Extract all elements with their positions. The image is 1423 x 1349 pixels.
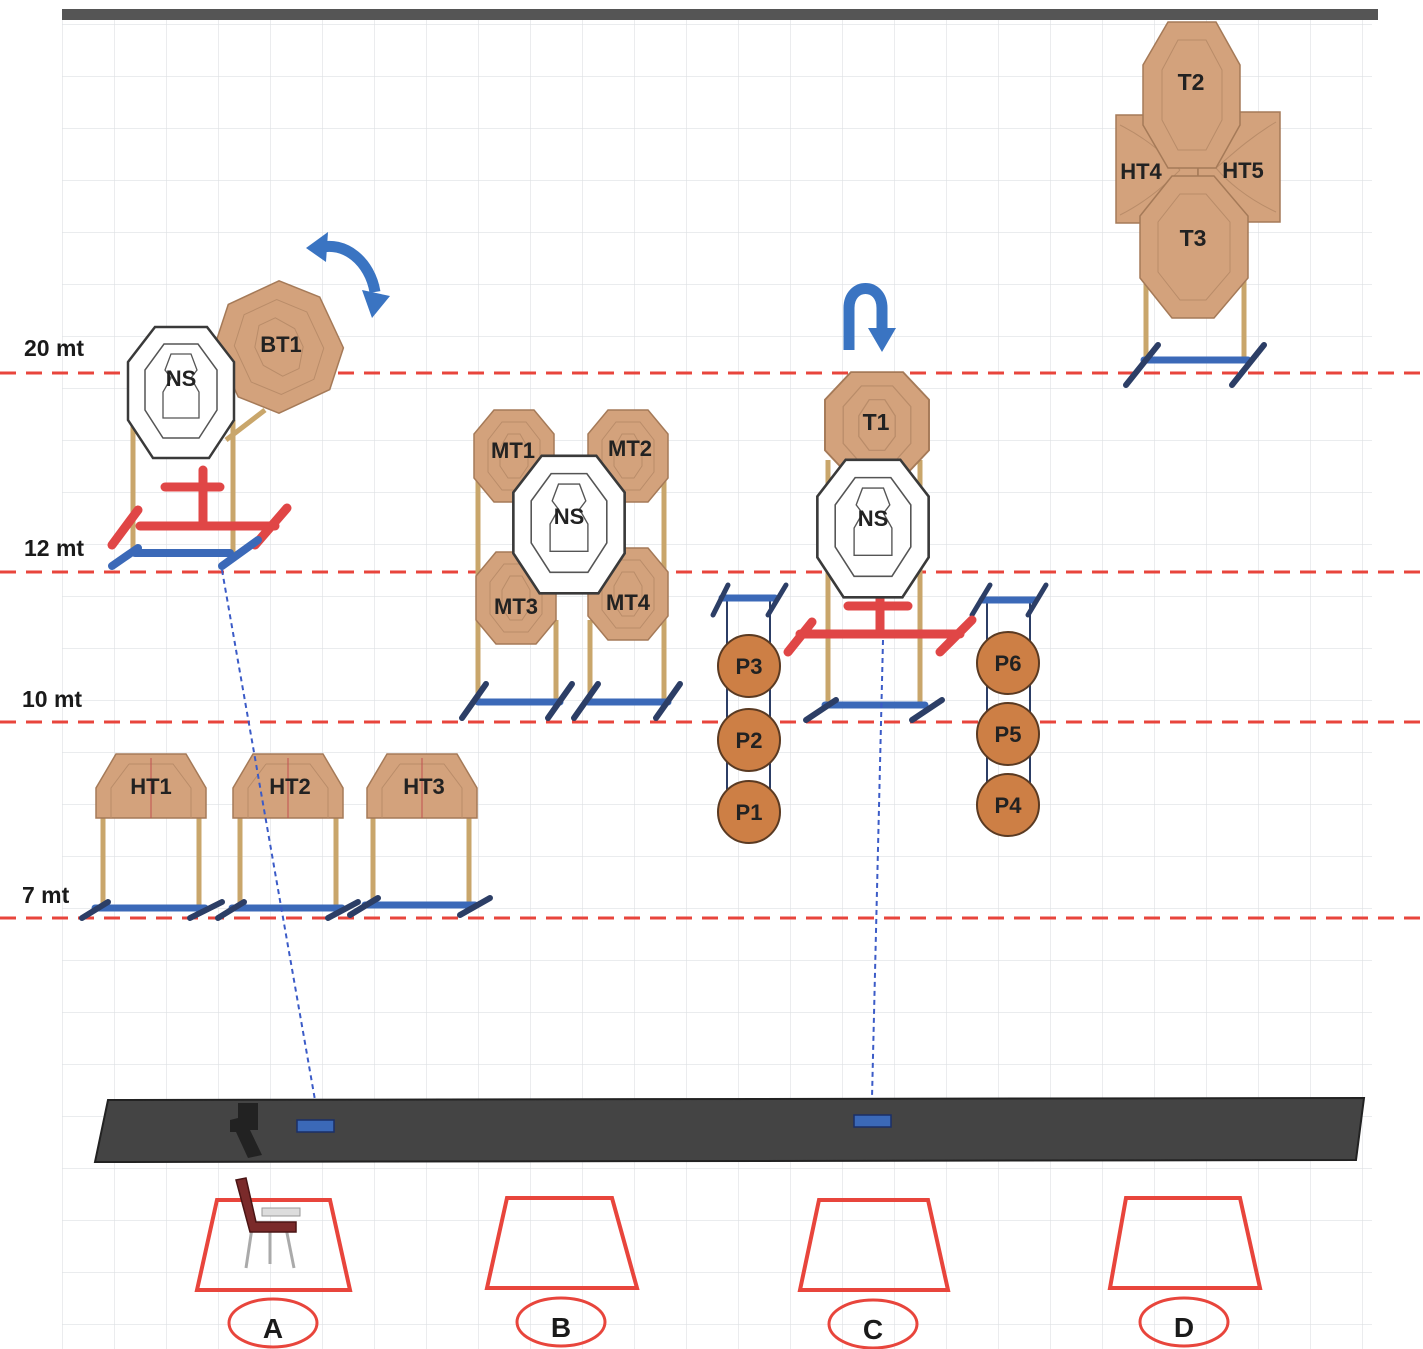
- sight-lines: [221, 569, 884, 1101]
- shooting-table: [93, 1096, 1366, 1164]
- target-mt4-label: MT4: [606, 590, 651, 615]
- table-marker-c: [853, 1114, 892, 1128]
- start-box-d: [1107, 1196, 1263, 1290]
- target-p4-label: P4: [995, 793, 1023, 818]
- position-label-c: C: [863, 1314, 883, 1345]
- back-wall: [62, 9, 1378, 20]
- target-mt3-label: MT3: [494, 594, 538, 619]
- target-p5-label: P5: [995, 722, 1022, 747]
- target-ht2-label: HT2: [269, 774, 311, 799]
- table-marker-a: [296, 1119, 335, 1133]
- position-oval-d: [1138, 1296, 1230, 1348]
- target-ht5-label: HT5: [1222, 158, 1264, 183]
- pistol-icon: [230, 1103, 262, 1158]
- target-ht3-label: HT3: [403, 774, 445, 799]
- t1-flip-arrow-icon: [843, 283, 896, 352]
- start-box-c: [797, 1198, 951, 1292]
- target-ns-right-label: NS: [858, 506, 889, 531]
- target-ns-left: [126, 325, 236, 460]
- distance-label-12: 12 mt: [24, 535, 84, 561]
- position-label-b: B: [551, 1312, 571, 1343]
- target-ns-left-label: NS: [166, 366, 197, 391]
- target-t2-label: T2: [1178, 69, 1205, 95]
- target-mt1-label: MT1: [491, 438, 535, 463]
- start-boxes: [194, 1196, 1263, 1292]
- target-t2: [1142, 21, 1241, 169]
- target-ht4-label: HT4: [1120, 159, 1162, 184]
- mt-group: MT1 MT2 MT3 MT4 NS: [459, 409, 683, 721]
- distance-label-10: 10 mt: [22, 686, 82, 712]
- target-p1-label: P1: [736, 800, 763, 825]
- distance-label-20: 20 mt: [24, 335, 84, 361]
- t1-popper-group: T1 NS P3 P2 P1 P6 P5 P4: [710, 283, 1049, 844]
- position-oval-c: [827, 1298, 919, 1349]
- target-mt2-label: MT2: [608, 436, 652, 461]
- position-label-a: A: [263, 1313, 283, 1344]
- position-ovals: [227, 1296, 1230, 1349]
- target-ns-middle-label: NS: [554, 504, 585, 529]
- bt1-rotation-arrow-icon: [306, 232, 390, 318]
- target-t3-label: T3: [1180, 225, 1207, 251]
- target-bt1-label: BT1: [260, 332, 302, 357]
- target-t1-label: T1: [863, 409, 890, 435]
- target-p2-label: P2: [736, 728, 763, 753]
- ht-row-group: HT1 HT2 HT3: [79, 753, 493, 921]
- chair-icon: [235, 1177, 301, 1269]
- target-p6-label: P6: [995, 651, 1022, 676]
- target-p3-label: P3: [736, 654, 763, 679]
- position-oval-a: [227, 1297, 319, 1349]
- position-oval-b: [515, 1296, 607, 1348]
- position-label-d: D: [1174, 1312, 1194, 1343]
- left-ns-bt1-group: BT1 NS: [107, 232, 390, 570]
- start-box-b: [484, 1196, 640, 1290]
- distance-label-7: 7 mt: [22, 882, 70, 908]
- far-target-group: T2 T3 HT4 HT5: [1115, 21, 1281, 388]
- target-ht1-label: HT1: [130, 774, 172, 799]
- start-box-a: [194, 1198, 353, 1292]
